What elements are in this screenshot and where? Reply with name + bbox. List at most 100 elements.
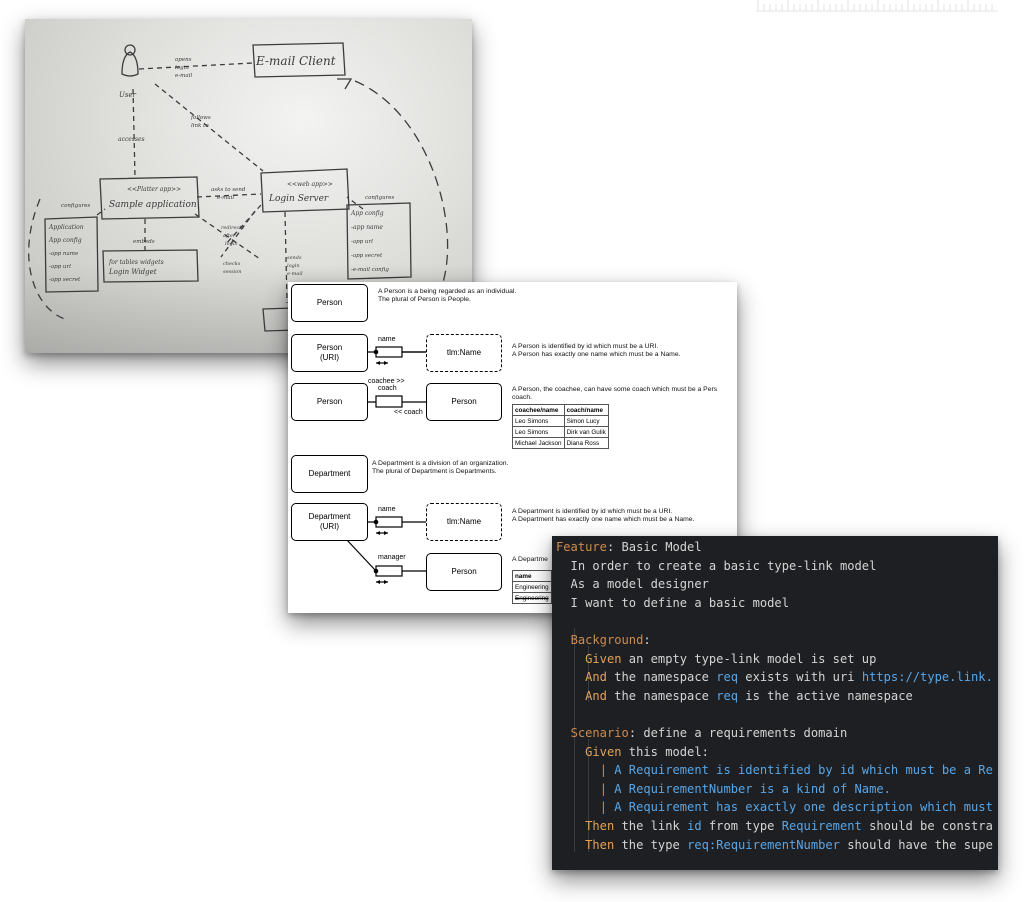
code-token: the type [614, 837, 688, 852]
code-line: Given an empty type-link model is set up [556, 650, 876, 668]
edge-asks-email: e-mail [217, 195, 234, 201]
login-server-box [260, 168, 350, 213]
code-line: Feature: Basic Model [556, 538, 702, 556]
right-config-list: App config-app name-app url-app secret-e… [350, 210, 389, 273]
link-name-label: name [378, 336, 396, 343]
link-department-name-label: name [378, 506, 396, 513]
config-item: Application [48, 224, 84, 231]
code-token: Feature [556, 540, 607, 554]
config-item: -app url [49, 264, 71, 270]
entity-person-uri-name: Person [316, 343, 343, 352]
login-server-stereotype: <<web app>> [287, 181, 333, 188]
right-config-box [346, 202, 412, 280]
config-item: -app name [49, 251, 79, 257]
code-line: As a model designer [556, 575, 709, 593]
department-desc-2: The plural of Department is Departments. [372, 468, 497, 475]
coach-desc-1: A Person, the coachee, can have some coa… [512, 386, 718, 393]
indent-guide [588, 646, 589, 702]
person-uri-desc-2: A Person has exactly one name which must… [512, 351, 681, 358]
edge-configures-right: configures [365, 195, 395, 201]
code-token: is the active namespace [738, 688, 913, 703]
login-widget-box [102, 249, 199, 283]
code-token: And [585, 670, 607, 685]
code-line: In order to create a basic type-link mod… [556, 557, 877, 575]
login-widget-label: Login Widget [108, 268, 157, 276]
whiteboard-sketch: E-mail Client User opens login e-mail ac… [28, 42, 449, 332]
edge-email: e-mail [175, 73, 192, 79]
person-desc-2: The plural of Person is People. [378, 296, 471, 303]
config-item: App config [350, 210, 384, 217]
email-client-box [252, 42, 346, 78]
config-item: -e-mail config [351, 267, 389, 273]
diagram-connectors [345, 346, 426, 584]
code-token [556, 745, 585, 759]
code-token: Given [585, 744, 622, 759]
code-token: the namespace [606, 688, 717, 703]
entity-person-manager: Person [426, 553, 502, 591]
link-manager-label: manager [378, 554, 406, 561]
code-token: req:RequirementNumber [687, 837, 840, 852]
entity-tlm-name-2: tlm:Name [426, 503, 502, 541]
code-token: : define a requirements domain [628, 726, 848, 740]
config-item: -app secret [351, 253, 383, 259]
code-token: Given [585, 651, 622, 666]
person-desc-1: A Person is a being regarded as an indiv… [378, 288, 517, 295]
code-token: Then [585, 837, 615, 852]
code-token: : Basic Model [606, 540, 702, 554]
department-uri-desc-1: A Department is identified by id which m… [512, 508, 673, 515]
entity-tlm-name: tlm:Name [426, 334, 502, 372]
entity-department-uri-name: Department [308, 512, 351, 521]
sample-app-stereotype: <<Platter app>> [127, 186, 181, 193]
entity-person-coachee: Person [291, 383, 368, 421]
edge-link-to: link to [191, 123, 209, 129]
sample-app-label: Sample application [109, 200, 197, 210]
code-token: req [716, 688, 739, 703]
table-cell: Simon Lucy [563, 415, 609, 427]
sample-app-box [99, 176, 200, 220]
code-line: Scenario: define a requirements domain [556, 724, 848, 742]
edge-login: login [175, 65, 189, 71]
coach-desc-2: coach. [512, 394, 533, 401]
code-line: Given this model: [556, 743, 709, 761]
code-token: And [585, 688, 607, 703]
config-item: App config [48, 237, 82, 244]
coach-table-header: coach/name [563, 404, 609, 416]
code-token: from type [701, 819, 782, 833]
table-cell: Dirk van Gulik [563, 426, 609, 438]
code-token [556, 763, 600, 777]
config-item: -app url [351, 239, 373, 245]
edge-checks: checks [223, 261, 241, 267]
edge-opens: opens [175, 57, 192, 63]
table-cell: Engineering [512, 592, 552, 604]
indent-guide [588, 739, 589, 852]
indent-guide [574, 628, 575, 852]
code-token: this model: [621, 744, 709, 759]
type-link-diagram: Person A Person is a being regarded as a… [288, 282, 737, 613]
edge-redirects: redirects [221, 225, 244, 231]
email-client-label: E-mail Client [255, 54, 336, 68]
code-token: | [599, 800, 615, 815]
edge-embeds: embeds [133, 239, 155, 245]
table-row: Engineering [512, 581, 552, 593]
code-line: I want to define a basic model [556, 594, 789, 612]
user-figure [121, 51, 139, 77]
edge-configures-left: configures [61, 203, 91, 209]
table-cell: Michael Jackson [512, 437, 565, 449]
entity-department-uri: Department(URI) [291, 503, 368, 541]
code-token: As a model designer [556, 577, 709, 592]
code-token: Requirement [781, 819, 862, 833]
code-token: Then [585, 819, 615, 833]
code-token: A RequirementNumber is a kind of Name. [614, 781, 891, 796]
left-config-box [44, 216, 99, 293]
config-item: -app secret [49, 277, 81, 283]
department-uri-desc-2: A Department has exactly one name which … [512, 516, 695, 523]
code-token: In order to create a basic type-link mod… [556, 558, 877, 573]
table-cell: Leo Simons [512, 415, 565, 427]
coach-table-header: coachee/name [512, 404, 565, 416]
link-coach-reverse-label: << coach [394, 409, 423, 416]
code-token [556, 670, 585, 684]
